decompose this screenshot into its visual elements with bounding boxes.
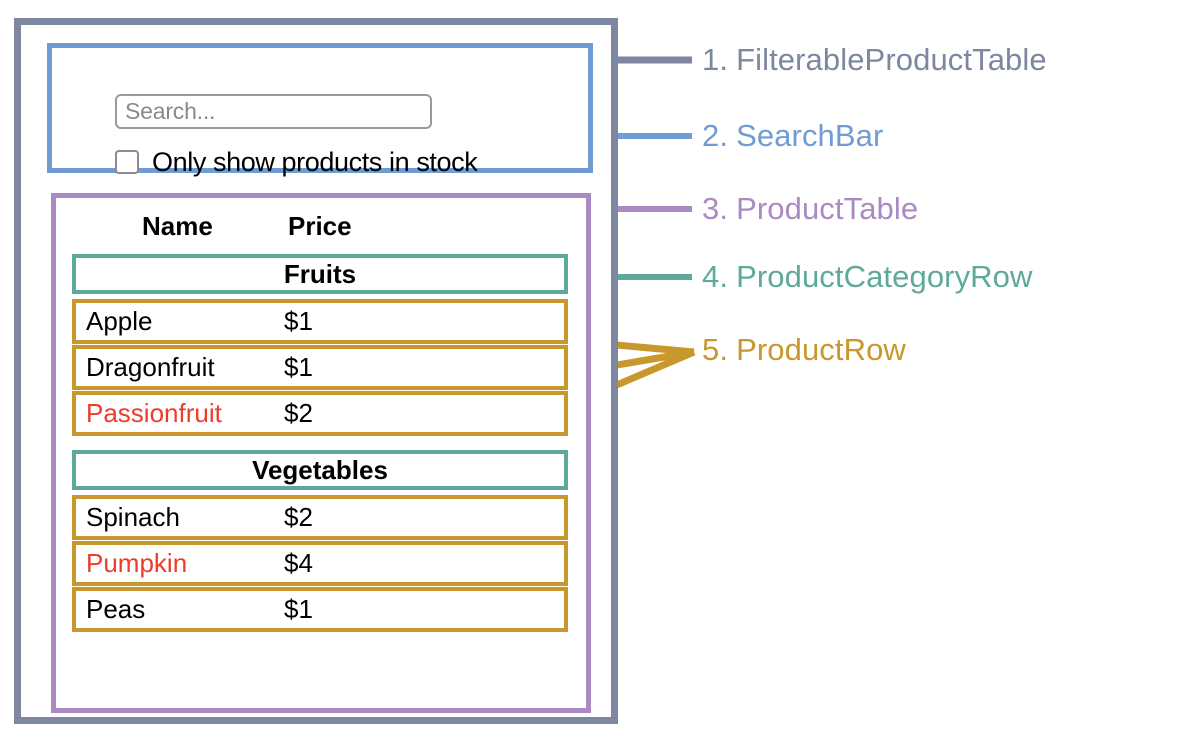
filterable-product-table-box: Search... Only show products in stock Na… (14, 18, 618, 724)
legend-label: ProductRow (736, 332, 906, 367)
legend-item-productrow: 5.ProductRow (702, 332, 906, 368)
legend-label: ProductCategoryRow (736, 259, 1033, 294)
legend-item-productcategoryrow: 4.ProductCategoryRow (702, 259, 1033, 295)
legend-label: FilterableProductTable (736, 42, 1047, 77)
category-label: Fruits (283, 258, 357, 289)
legend-label: SearchBar (736, 118, 884, 153)
product-price: $1 (284, 352, 313, 382)
legend-number: 5. (702, 332, 729, 367)
product-name: Spinach (86, 502, 180, 532)
product-name: Apple (86, 306, 153, 336)
checkbox-icon[interactable] (115, 150, 139, 174)
in-stock-filter-row[interactable]: Only show products in stock (115, 142, 478, 182)
product-category-row: Vegetables (72, 450, 568, 490)
category-label: Vegetables (252, 454, 388, 485)
product-row: Apple $1 (72, 299, 568, 344)
header-price: Price (288, 210, 352, 241)
product-price: $4 (284, 548, 313, 578)
product-row: Passionfruit $2 (72, 391, 568, 436)
product-price: $1 (284, 594, 313, 624)
legend-item-searchbar: 2.SearchBar (702, 118, 883, 154)
in-stock-filter-label: Only show products in stock (152, 146, 478, 177)
legend-number: 3. (702, 191, 729, 226)
product-name: Passionfruit (86, 398, 222, 428)
product-price: $2 (284, 502, 313, 532)
search-input[interactable]: Search... (115, 94, 432, 129)
search-placeholder-text: Search... (125, 98, 216, 124)
legend-number: 4. (702, 259, 729, 294)
table-header-row: Name Price (72, 206, 568, 246)
legend-number: 1. (702, 42, 729, 77)
product-row: Pumpkin $4 (72, 541, 568, 586)
legend-item-filterableproducttable: 1.FilterableProductTable (702, 42, 1047, 78)
legend-number: 2. (702, 118, 729, 153)
search-bar-box: Search... Only show products in stock (47, 43, 593, 177)
legend-item-producttable: 3.ProductTable (702, 191, 918, 227)
header-name: Name (142, 210, 213, 241)
product-row: Spinach $2 (72, 495, 568, 540)
product-name: Pumpkin (86, 548, 188, 578)
product-price: $2 (284, 398, 313, 428)
product-name: Dragonfruit (86, 352, 215, 382)
legend-label: ProductTable (736, 191, 919, 226)
product-category-row: Fruits (72, 254, 568, 294)
product-row: Peas $1 (72, 587, 568, 632)
product-name: Peas (86, 594, 146, 624)
product-row: Dragonfruit $1 (72, 345, 568, 390)
product-price: $1 (284, 306, 313, 336)
